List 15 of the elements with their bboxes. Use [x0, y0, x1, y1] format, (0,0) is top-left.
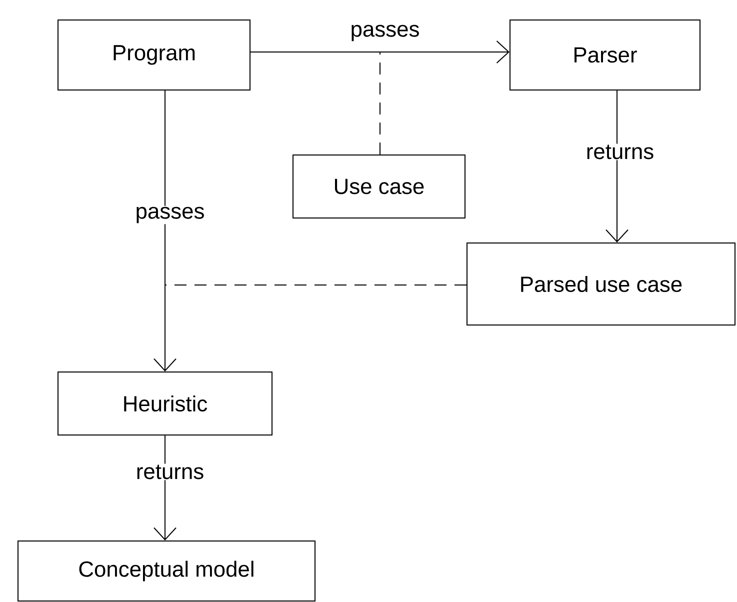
class-box: Parsed use case	[466, 242, 736, 326]
arrow	[606, 90, 628, 242]
edge-label: returns	[134, 464, 206, 480]
edge-label: passes	[134, 206, 206, 224]
class-box: Program	[58, 20, 250, 90]
class-box: Conceptual model	[18, 540, 316, 602]
class-box: Use case	[292, 154, 466, 218]
edge-label: passes	[349, 24, 421, 42]
dashed-line	[164, 284, 467, 286]
arrow	[154, 435, 176, 540]
class-box: Heuristic	[58, 372, 272, 436]
class-box: Parser	[510, 20, 700, 90]
arrow	[250, 40, 510, 64]
edge-label: returns	[584, 144, 656, 160]
arrow	[154, 90, 176, 372]
